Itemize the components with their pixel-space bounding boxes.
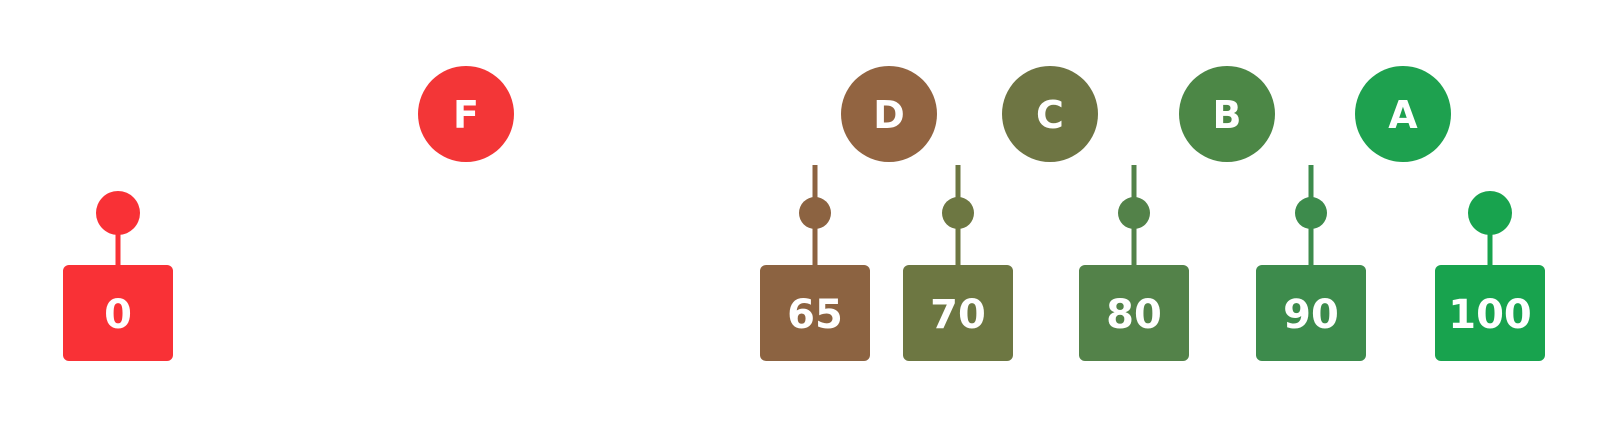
node-dot <box>1118 197 1150 229</box>
grade-A: A <box>1355 66 1451 162</box>
value-box <box>63 265 173 361</box>
value-label: 80 <box>1106 292 1162 338</box>
grade-letter: B <box>1213 93 1242 137</box>
node-dot <box>942 197 974 229</box>
grade-D: D <box>841 66 937 162</box>
grade-bubble <box>841 66 937 162</box>
grade-letter: F <box>453 93 479 137</box>
breakpoint-90: 90 <box>1256 165 1366 361</box>
value-label: 0 <box>104 292 132 338</box>
grade-letter: A <box>1388 93 1418 137</box>
grade-bubble <box>1179 66 1275 162</box>
grade-letter: D <box>873 93 905 137</box>
node-dot <box>1468 191 1512 235</box>
node-dot <box>96 191 140 235</box>
breakpoints: 0 65 70 80 90 100 <box>63 165 1545 361</box>
value-box <box>760 265 870 361</box>
breakpoint-65: 65 <box>760 165 870 361</box>
value-label: 100 <box>1448 292 1532 338</box>
value-label: 90 <box>1283 292 1339 338</box>
node-dot <box>799 197 831 229</box>
grade-bubble <box>1002 66 1098 162</box>
grade-C: C <box>1002 66 1098 162</box>
value-box <box>903 265 1013 361</box>
value-box <box>1435 265 1545 361</box>
value-box <box>1256 265 1366 361</box>
grade-bubble <box>418 66 514 162</box>
grade-letter: C <box>1036 93 1064 137</box>
breakpoint-70: 70 <box>903 165 1013 361</box>
grade-B: B <box>1179 66 1275 162</box>
breakpoint-0: 0 <box>63 191 173 361</box>
value-label: 70 <box>930 292 986 338</box>
breakpoint-80: 80 <box>1079 165 1189 361</box>
value-box <box>1079 265 1189 361</box>
node-dot <box>1295 197 1327 229</box>
value-label: 65 <box>787 292 843 338</box>
grade-F: F <box>418 66 514 162</box>
breakpoint-100: 100 <box>1435 191 1545 361</box>
grade-bubble <box>1355 66 1451 162</box>
